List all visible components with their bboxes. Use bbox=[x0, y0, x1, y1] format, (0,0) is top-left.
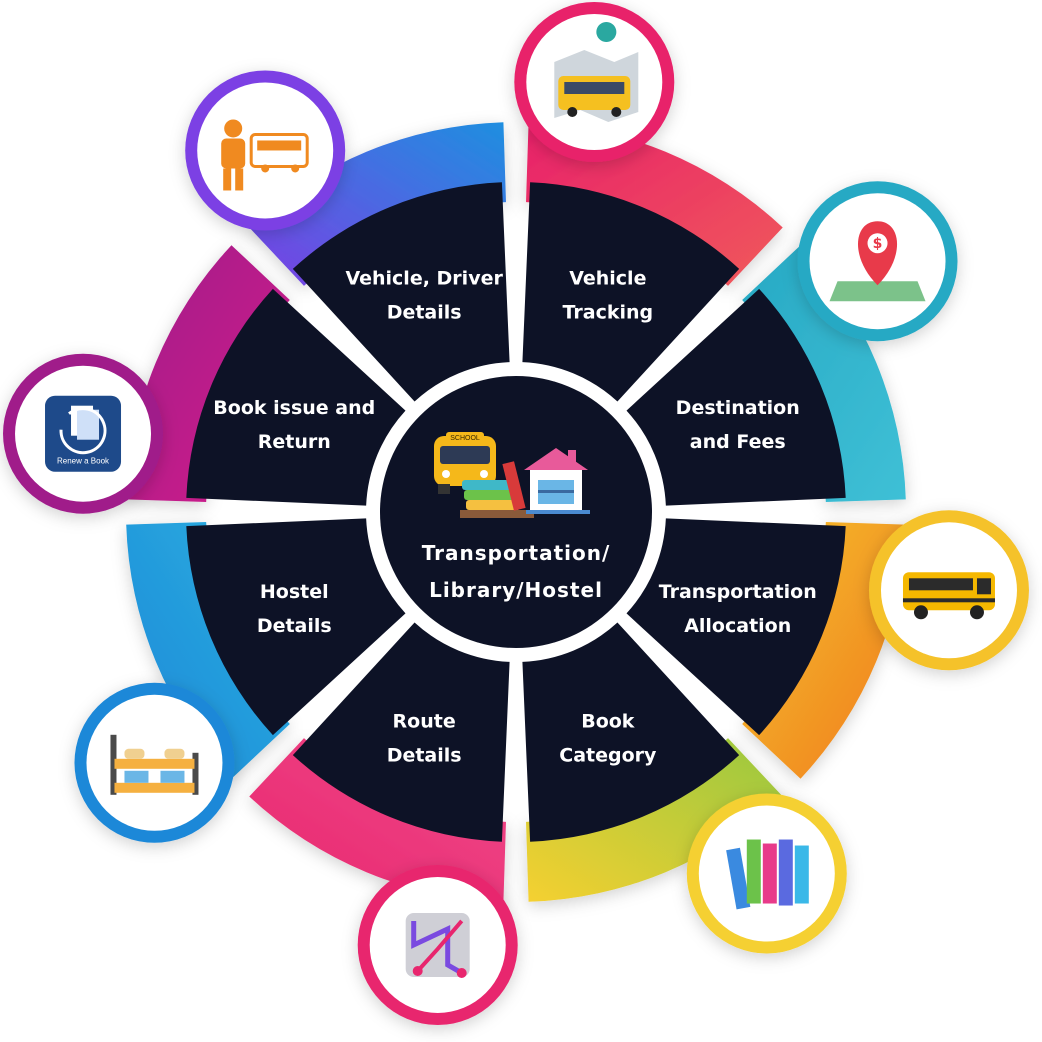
renew-badge-text: Renew a Book bbox=[57, 457, 110, 466]
renew-book-icon: Renew a Book bbox=[45, 395, 122, 472]
segment-vehicle-tracking[interactable] bbox=[522, 182, 740, 402]
bus-sign-text: SCHOOL bbox=[450, 435, 480, 442]
icon-circle-hostel-details[interactable] bbox=[74, 682, 235, 843]
segment-label-book-issue-return-line1: Book issue and bbox=[213, 397, 375, 419]
center-title-line2: Library/Hostel bbox=[429, 578, 603, 602]
location-dollar-icon: $ bbox=[829, 221, 926, 302]
outer-segment-route-details bbox=[249, 738, 506, 902]
segment-label-route-details-line2: Details bbox=[387, 745, 462, 767]
segment-label-book-category-line1: Book bbox=[581, 711, 635, 733]
segment-label-book-issue-return-line2: Return bbox=[258, 431, 331, 453]
icon-circle-destination-fees[interactable]: $ bbox=[797, 181, 958, 342]
center-hub: SCHOOL Transportation/ Library/Hostel bbox=[370, 366, 662, 658]
segment-hostel-details[interactable] bbox=[186, 518, 406, 736]
icon-circle-book-issue-return[interactable]: Renew a Book bbox=[3, 353, 164, 514]
segment-route-details[interactable] bbox=[292, 622, 510, 842]
segment-label-destination-fees-line2: and Fees bbox=[690, 431, 786, 453]
segment-book-category[interactable] bbox=[522, 622, 740, 842]
route-map-icon bbox=[405, 912, 470, 978]
segment-label-hostel-details-line2: Details bbox=[257, 615, 332, 637]
svg-text:$: $ bbox=[873, 236, 883, 252]
driver-bus-icon bbox=[221, 119, 309, 191]
segment-label-transportation-allocation-line1: Transportation bbox=[659, 581, 817, 603]
center-title-line1: Transportation/ bbox=[422, 541, 611, 565]
segment-label-book-category-line2: Category bbox=[559, 745, 657, 767]
segment-destination-fees[interactable] bbox=[626, 288, 846, 506]
outer-segment-destination-fees bbox=[742, 245, 906, 502]
icon-circle-vehicle-driver[interactable] bbox=[185, 70, 346, 231]
segment-transportation-allocation[interactable] bbox=[626, 518, 846, 736]
segment-vehicle-driver[interactable] bbox=[292, 182, 510, 402]
segment-label-vehicle-tracking-line2: Tracking bbox=[563, 301, 654, 323]
books-icon bbox=[726, 839, 809, 910]
icon-circles: $ Renew a Book bbox=[3, 2, 1029, 1025]
outer-segment-transportation-allocation bbox=[742, 522, 906, 779]
bus-map-pin-icon bbox=[554, 22, 639, 122]
segment-label-hostel-details-line1: Hostel bbox=[260, 581, 329, 603]
outer-segment-hostel-details bbox=[126, 522, 290, 779]
segment-label-route-details-line1: Route bbox=[393, 711, 456, 733]
outer-segment-book-category bbox=[526, 738, 783, 902]
segment-label-destination-fees-line1: Destination bbox=[676, 397, 800, 419]
icon-circle-route-details[interactable] bbox=[357, 864, 518, 1025]
segment-label-vehicle-driver-line2: Details bbox=[387, 301, 462, 323]
outer-color-segments bbox=[126, 122, 906, 902]
inner-dark-segments bbox=[186, 182, 846, 842]
icon-circle-transportation-allocation[interactable] bbox=[868, 510, 1029, 671]
icon-circle-book-category[interactable] bbox=[686, 793, 847, 954]
bunk-bed-icon bbox=[110, 734, 199, 795]
segment-book-issue-return[interactable] bbox=[186, 288, 406, 506]
outer-segment-vehicle-driver bbox=[249, 122, 506, 286]
segment-label-vehicle-driver-line1: Vehicle, Driver bbox=[345, 267, 503, 289]
segment-label-vehicle-tracking-line1: Vehicle bbox=[569, 267, 646, 289]
school-bus-books-house-icon: SCHOOL bbox=[434, 432, 590, 518]
school-bus-icon bbox=[902, 572, 995, 620]
outer-segment-book-issue-return bbox=[126, 245, 290, 502]
outer-segment-vehicle-tracking bbox=[526, 122, 783, 286]
segment-label-transportation-allocation-line2: Allocation bbox=[684, 615, 791, 637]
icon-circle-vehicle-tracking[interactable] bbox=[514, 2, 675, 162]
